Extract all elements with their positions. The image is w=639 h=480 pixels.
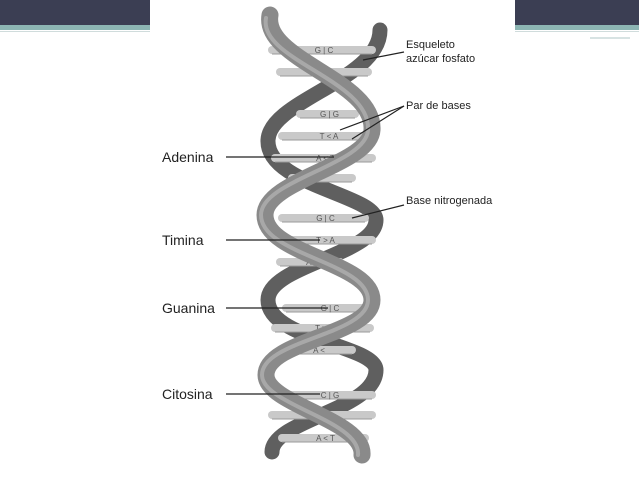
base-pair-label: G | C <box>315 46 334 55</box>
callout-esqueleto-line2: azúcar fosfato <box>406 53 475 65</box>
callout-base-nitrogenada: Base nitrogenada <box>406 195 493 207</box>
callout-esqueleto-line1: Esqueleto <box>406 39 455 51</box>
base-pair-label: T < A <box>320 132 339 141</box>
base-pair-label: T > A <box>316 236 335 245</box>
esqueleto-leader <box>362 51 405 61</box>
base-pair-label: G | C <box>316 214 335 223</box>
header-accent-left <box>0 25 150 30</box>
callout-par-de-bases: Par de bases <box>406 100 471 112</box>
header-rule-left <box>0 31 150 32</box>
base-pair-label: A < <box>313 346 325 355</box>
base-pair-label: A < T <box>316 434 335 443</box>
base-pair-label: C | G <box>321 391 340 400</box>
par-bases-leader-1 <box>339 105 405 131</box>
label-guanina: Guanina <box>162 300 215 316</box>
header-bar-left <box>0 0 150 25</box>
base-pair-label: A < T <box>316 154 335 163</box>
label-citosina: Citosina <box>162 386 213 402</box>
header-mark-right <box>590 37 630 39</box>
header-rule-right <box>515 31 639 32</box>
label-adenina: Adenina <box>162 149 214 165</box>
backbone-highlight <box>258 16 371 457</box>
base-pair-label: G | C <box>321 304 340 313</box>
base-nitrogenada-leader <box>351 204 405 219</box>
par-bases-leader-2 <box>351 105 405 140</box>
label-timina: Timina <box>162 232 204 248</box>
base-pair-label: G | G <box>320 110 339 119</box>
header-bar-right <box>515 0 639 25</box>
header-accent-right <box>515 25 639 30</box>
